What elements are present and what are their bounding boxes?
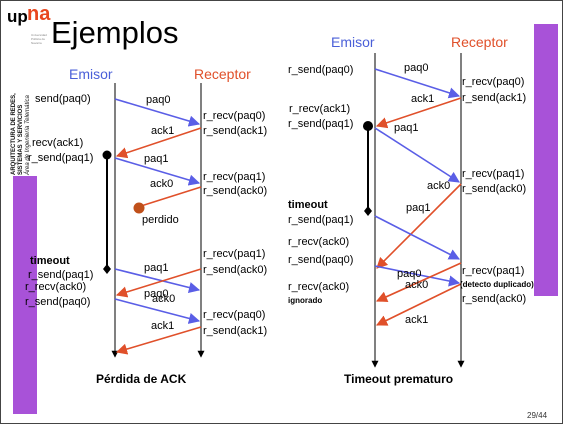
left-recv-label-8: r_send(ack1)	[203, 325, 267, 337]
right-recv-label-3: r_recv(paq1)	[462, 168, 524, 180]
left-send-label-2: recv(ack1)	[32, 137, 83, 149]
page-number: 29/44	[527, 411, 548, 420]
left-msg-paq0: paq0	[146, 94, 170, 106]
right-msg-paq1-retx: paq1	[406, 202, 430, 214]
left-send-label-1: send(paq0)	[35, 93, 91, 105]
left-arrow-ack1-2	[115, 326, 202, 355]
right-arrow-ack0	[376, 183, 462, 269]
lost-label: perdido	[142, 214, 179, 226]
right-msg-ack0: ack0	[427, 180, 450, 192]
left-receptor-header: Receptor	[194, 66, 251, 82]
left-arrow-ack1	[115, 127, 202, 159]
right-msg-paq0-2: paq0	[397, 268, 421, 280]
right-recv-label-6: r_send(ack0)	[462, 293, 526, 305]
left-arrow-paq1	[114, 157, 201, 186]
left-msg-ack0-2: ack0	[152, 293, 175, 305]
left-timer-start-dot	[102, 150, 112, 160]
left-caption: Pérdida de ACK	[96, 372, 187, 386]
left-send-label-6: r_send(paq0)	[25, 296, 90, 308]
left-arrow-paq1-retx	[114, 268, 201, 293]
left-recv-label-1: r_recv(paq0)	[203, 110, 265, 122]
left-arrow-paq0	[114, 98, 201, 127]
left-emisor-header: Emisor	[69, 66, 113, 82]
right-arrow-paq1-retx	[374, 215, 460, 260]
right-caption: Timeout prematuro	[344, 372, 453, 386]
right-send-label-3: r_send(paq1)	[288, 118, 353, 130]
slide-title: Ejemplos	[51, 15, 179, 50]
right-send-label-1: r_send(paq0)	[288, 64, 353, 76]
left-timeout-label: timeout	[30, 255, 70, 267]
logo-up: up	[7, 7, 28, 26]
left-msg-paq1: paq1	[144, 153, 168, 165]
right-arrow-paq1	[374, 127, 460, 183]
right-recv-label-1: r_recv(paq0)	[462, 76, 524, 88]
left-recv-label-7: r_recv(paq0)	[203, 309, 265, 321]
right-arrow-paq0	[374, 68, 461, 99]
right-msg-paq0: paq0	[404, 62, 428, 74]
right-receptor-header: Receptor	[451, 34, 508, 50]
right-send-label-4: r_send(paq1)	[288, 214, 353, 226]
left-recv-label-6: r_send(ack0)	[203, 264, 267, 276]
left-arrow-ack0	[115, 268, 202, 298]
left-send-label-5: r_recv(ack0)	[25, 281, 86, 293]
right-msg-ack1-2: ack1	[405, 314, 428, 326]
right-recv-label-2: r_send(ack1)	[462, 92, 526, 104]
right-send-label-5: r_recv(ack0)	[288, 236, 349, 248]
left-msg-ack1: ack1	[151, 125, 174, 137]
ignored-label: ignorado	[288, 296, 322, 305]
left-send-label-3: r_send(paq1)	[28, 152, 93, 164]
right-timeout-label: timeout	[288, 199, 328, 211]
left-recv-label-4: r_send(ack0)	[203, 185, 267, 197]
right-arrow-ack0-2	[375, 262, 462, 302]
left-msg-paq1-retx: paq1	[144, 262, 168, 274]
right-arrow-paq0-2	[374, 265, 461, 287]
duplicate-label: (detecto duplicado)	[460, 280, 534, 289]
right-send-label-7: r_recv(ack0)	[288, 281, 349, 293]
decor-bar-left	[13, 176, 37, 414]
right-timer-start-dot	[363, 121, 373, 131]
left-msg-ack0: ack0	[150, 178, 173, 190]
right-timer-expiry-marker	[364, 206, 372, 216]
logo-subtext: Universidad Pública de Navarra	[31, 33, 47, 45]
left-recv-label-5: r_recv(paq1)	[203, 248, 265, 260]
lost-packet-icon	[133, 202, 145, 214]
left-arrow-paq0-2	[114, 298, 201, 324]
right-arrow-ack1	[375, 97, 462, 129]
right-arrow-ack1-2	[375, 283, 462, 326]
right-emisor-header: Emisor	[331, 34, 375, 50]
right-recv-label-4: r_send(ack0)	[462, 183, 526, 195]
logo-na: na	[27, 3, 51, 25]
right-recv-label-5: r_recv(paq1)	[462, 265, 524, 277]
right-send-label-2: r_recv(ack1)	[289, 103, 350, 115]
left-timer-expiry-marker	[103, 264, 111, 274]
left-arrow-ack0-lost	[140, 186, 202, 207]
right-msg-ack0-2: ack0	[405, 279, 428, 291]
left-send-label-4: r_send(paq1)	[28, 269, 93, 281]
decor-bar-right	[534, 24, 558, 296]
left-recv-label-2: r_send(ack1)	[203, 125, 267, 137]
left-msg-ack1-2: ack1	[151, 320, 174, 332]
right-msg-paq1: paq1	[394, 122, 418, 134]
left-recv-label-3: r_recv(paq1)	[203, 171, 265, 183]
right-msg-ack1: ack1	[411, 93, 434, 105]
left-msg-paq0-2: paq0	[144, 288, 168, 300]
right-send-label-6: r_send(paq0)	[288, 254, 353, 266]
